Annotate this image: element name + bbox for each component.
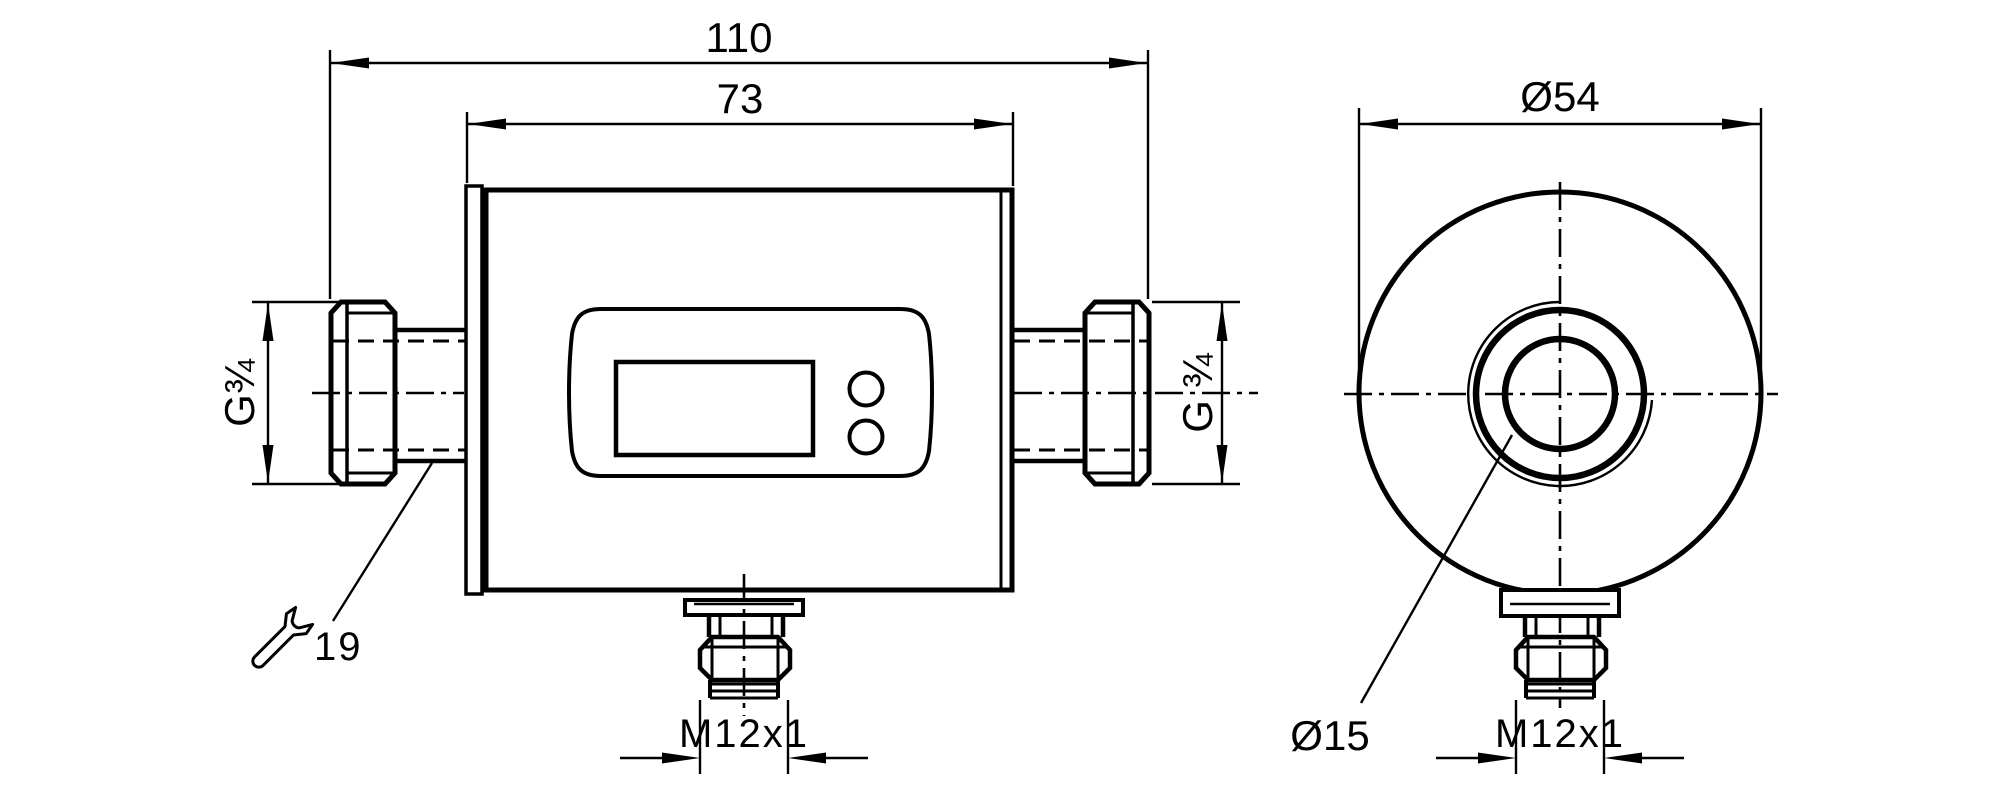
bore-circle [1501,335,1619,453]
dim-thread-right: G ¾ [1152,300,1240,486]
hex-nut-outline [328,299,398,487]
left-fitting [328,299,468,487]
side-view-body [464,184,1015,596]
arrowhead-right [1109,57,1147,69]
thread-label-right: G ¾ [1174,352,1221,432]
connector-thread-label-front: M12x1 [1495,712,1625,756]
thread-label-left: G¾ [216,358,263,427]
thread-ring-circle [1472,306,1648,482]
right-fitting [1012,299,1152,487]
button-bottom [847,418,885,456]
dim-overall-length: 110 [328,14,1150,299]
lcd-display [613,359,816,458]
display-panel [566,307,935,478]
arrowhead-up [262,303,274,341]
dim-73-label: 73 [717,75,764,122]
dim-outer-diameter: Ø54 [1357,73,1763,392]
arrowhead-down [1216,445,1228,483]
arrowhead-right [974,118,1012,130]
front-connector [1499,588,1621,700]
leader-line [331,462,434,622]
side-view: 110 73 G¾ G ¾ [216,14,1258,774]
housing-outline [483,187,1015,593]
arrowhead-left [1604,752,1642,764]
dim-diameter-54-label: Ø54 [1520,73,1599,120]
center-crosshair [1344,182,1778,708]
arrowhead-right [1722,118,1760,130]
arrowhead-left [331,57,369,69]
connector-thread-label-side: M12x1 [679,712,809,756]
dim-thread-left: G¾ [216,300,340,486]
front-view: Ø54 Ø15 M12x1 [1290,73,1778,774]
dim-connector-thread-side: M12x1 [620,700,868,774]
arrowhead-up [1216,303,1228,341]
arrowhead-down [262,445,274,483]
leader-line [1359,434,1514,704]
side-connector [683,574,805,716]
button-top [847,370,885,408]
dim-connector-thread-front: M12x1 [1436,700,1684,774]
dim-body-length: 73 [465,75,1015,186]
wrench-icon [251,605,315,669]
bore-callout: Ø15 [1290,434,1514,759]
bore-and-thread [1467,300,1654,488]
arrowhead-left [1360,118,1398,130]
bore-diameter-label: Ø15 [1290,712,1369,759]
arrowhead-left [788,752,826,764]
arrowhead-left [468,118,506,130]
thread-crest-arc [1467,300,1654,488]
display-bezel [566,307,935,478]
arrowhead-right [1478,752,1516,764]
wrench-size-label: 19 [314,625,363,669]
wrench-callout: 19 [251,462,434,669]
flange-ring [464,184,484,596]
dim-110-label: 110 [706,14,773,61]
arrowhead-right [662,752,700,764]
hex-nut-outline [1082,299,1152,487]
